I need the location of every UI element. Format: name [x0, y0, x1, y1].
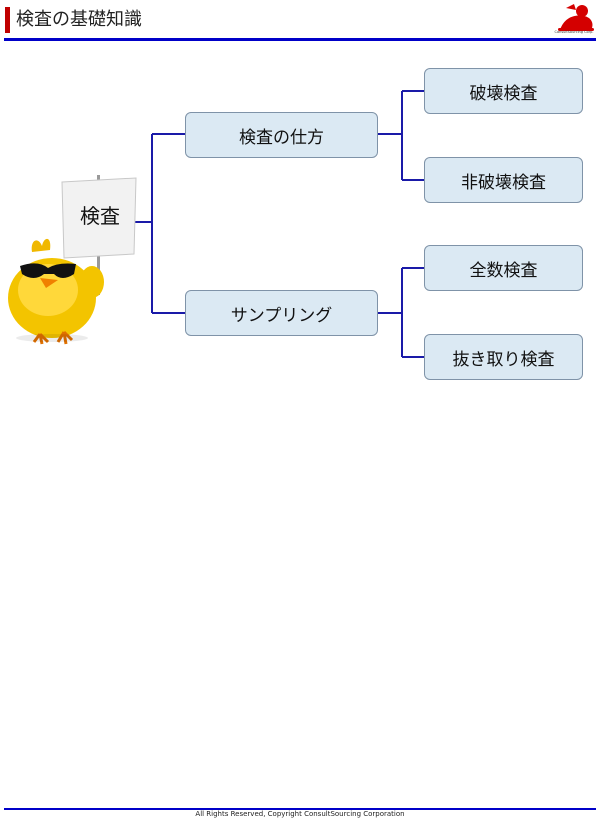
leaf-node-full-inspection: 全数検査: [424, 245, 583, 291]
logo-text: ConsultSourcing Corp.: [554, 30, 594, 34]
branch-node-inspection-method: 検査の仕方: [185, 112, 378, 158]
connector-branch1-children: [378, 90, 424, 181]
copyright-text: All Rights Reserved, Copyright ConsultSo…: [195, 810, 405, 818]
connector-root-to-branches: [130, 133, 185, 314]
title-accent-bar: [5, 7, 10, 33]
connector-branch2-children: [378, 267, 424, 358]
header: 検査の基礎知識 ConsultSourcing Corp.: [0, 0, 600, 41]
footer: All Rights Reserved, Copyright ConsultSo…: [0, 404, 600, 818]
leaf-node-sampling-inspection: 抜き取り検査: [424, 334, 583, 380]
leaf-node-destructive-test: 破壊検査: [424, 68, 583, 114]
company-logo-icon: [558, 4, 594, 31]
tree-connectors: [130, 90, 424, 358]
chick-mascot-illustration: [8, 175, 137, 345]
root-node-label: 検査: [80, 204, 120, 228]
leaf-node-nondestructive-test: 非破壊検査: [424, 157, 583, 203]
branch-node-sampling: サンプリング: [185, 290, 378, 336]
page-title: 検査の基礎知識: [16, 9, 142, 30]
header-divider: [4, 38, 596, 41]
